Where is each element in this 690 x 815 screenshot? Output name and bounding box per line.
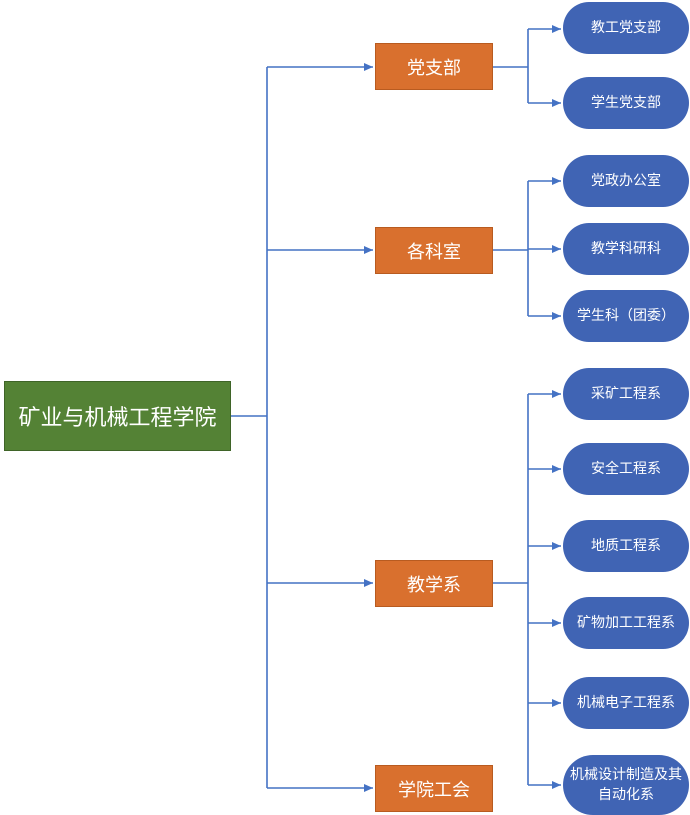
unit-admin-office: 党政办公室 [563,155,689,207]
root-label: 矿业与机械工程学院 [18,406,217,431]
unit-mining-engineering: 采矿工程系 [563,368,689,420]
unit-label: 矿物加工工程系 [577,615,675,631]
unit-mineral-processing: 矿物加工工程系 [563,597,689,649]
dept-label: 学院工会 [398,779,470,801]
unit-teaching-research: 教学科研科 [563,223,689,275]
dept-teaching: 教学系 [375,560,493,607]
dept-party-branch: 党支部 [375,43,493,90]
unit-student-affairs: 学生科（团委） [563,290,689,342]
unit-label: 采矿工程系 [591,386,661,402]
unit-label: 安全工程系 [591,461,661,477]
dept-label: 教学系 [407,574,461,596]
unit-student-party-branch: 学生党支部 [563,77,689,129]
unit-geological-engineering: 地质工程系 [563,520,689,572]
dept-label: 各科室 [407,241,461,263]
unit-safety-engineering: 安全工程系 [563,443,689,495]
unit-label: 机械设计制造及其自动化系 [570,767,682,803]
unit-mechanical-design: 机械设计制造及其自动化系 [563,755,689,815]
unit-label: 教学科研科 [591,241,661,257]
unit-label: 学生党支部 [591,95,661,111]
unit-label: 地质工程系 [591,538,661,554]
unit-label: 学生科（团委） [577,308,675,324]
dept-union: 学院工会 [375,765,493,812]
dept-label: 党支部 [407,57,461,79]
unit-label: 教工党支部 [591,20,661,36]
dept-offices: 各科室 [375,227,493,274]
unit-mechatronics: 机械电子工程系 [563,677,689,729]
unit-faculty-party-branch: 教工党支部 [563,2,689,54]
unit-label: 机械电子工程系 [577,695,675,711]
unit-label: 党政办公室 [591,173,661,189]
root-node: 矿业与机械工程学院 [4,381,231,451]
